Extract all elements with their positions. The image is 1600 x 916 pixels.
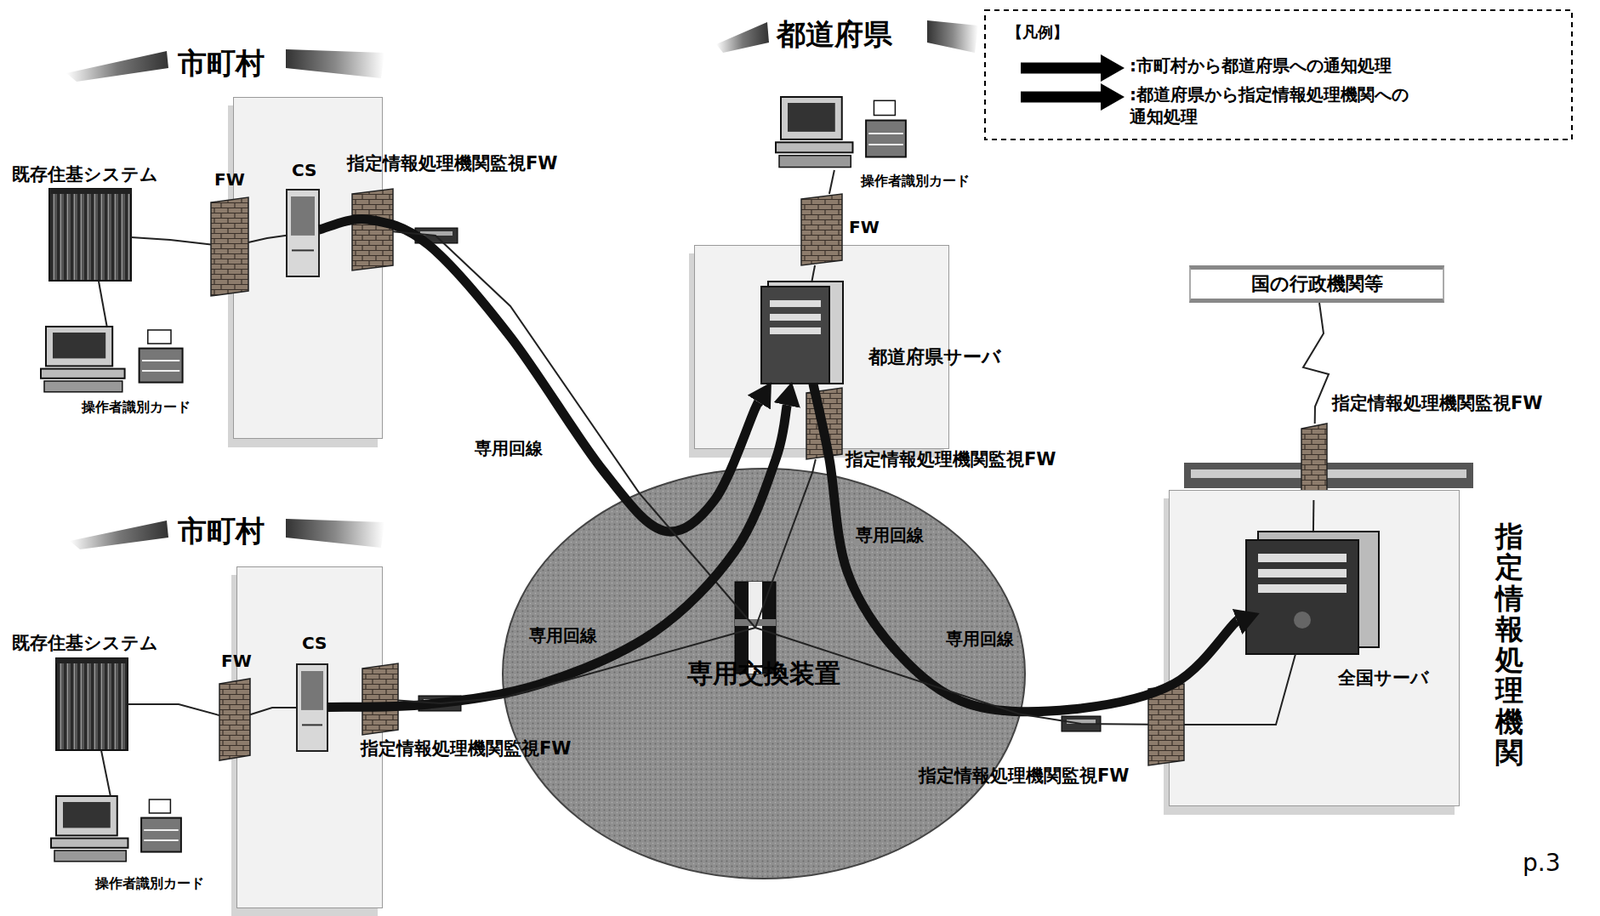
node-label: 指定情報処理機関監視FW xyxy=(1332,392,1544,414)
line-connector xyxy=(248,235,287,243)
firewall: FW xyxy=(219,678,251,761)
line-connector xyxy=(101,750,111,797)
legacy-system: 既存住基システム xyxy=(56,658,128,751)
node-label: FW xyxy=(848,217,880,238)
nat-icon xyxy=(1246,531,1379,655)
line-connector xyxy=(1019,714,1149,725)
firewall: FW xyxy=(210,197,249,297)
line-connector xyxy=(811,265,815,282)
flow-arrow xyxy=(813,383,1241,712)
legend-title: 【凡例】 xyxy=(1007,22,1069,43)
operator-terminal: 操作者識別カード xyxy=(40,326,186,395)
panel-band xyxy=(1184,462,1474,489)
line-connector xyxy=(1184,654,1296,725)
operator-terminal: 操作者識別カード xyxy=(51,796,184,865)
legend-box xyxy=(985,10,1572,140)
legend-text: :都道府県から指定情報処理機関への 通知処理 xyxy=(1129,83,1453,128)
line-connector xyxy=(127,704,220,716)
monitor-firewall: 指定情報処理機関監視FW xyxy=(362,663,399,735)
community-server: CS xyxy=(286,189,319,277)
rack-icon xyxy=(49,188,131,281)
line-label: 専用回線 xyxy=(854,525,926,546)
node-label: CS xyxy=(291,160,317,181)
cs-icon xyxy=(286,189,319,277)
node-label: 既存住基システム xyxy=(11,164,159,185)
pc-icon xyxy=(775,96,909,171)
node-label: 指定情報処理機関監視FW xyxy=(845,449,1057,470)
legend-text: :市町村から都道府県への通知処理 xyxy=(1129,54,1392,77)
flow-arrow xyxy=(327,404,787,707)
legacy-system: 既存住基システム xyxy=(49,188,131,281)
node-label: 指定情報処理機関監視FW xyxy=(360,738,572,759)
community-server: CS xyxy=(296,664,328,752)
banner-stroke xyxy=(716,22,769,53)
line-connector xyxy=(829,170,835,194)
line-label: 専用回線 xyxy=(527,626,599,646)
panel-band xyxy=(1190,469,1467,479)
line-connector xyxy=(392,231,640,494)
node-label: 全国サーバ xyxy=(1338,667,1430,689)
inner-line xyxy=(755,627,1020,715)
line-label: 専用回線 xyxy=(944,629,1016,650)
national-server: 全国サーバ xyxy=(1246,531,1379,655)
banner-stroke xyxy=(285,49,385,79)
line-connector xyxy=(250,707,297,715)
legend-arrow xyxy=(1020,62,1103,75)
firewall: FW xyxy=(801,193,843,266)
fw-icon xyxy=(362,663,399,735)
node-label: 操作者識別カード xyxy=(81,399,191,416)
node-label: 市町村 xyxy=(177,514,265,548)
server-icon xyxy=(761,281,843,384)
node-label: 指定情報処理機関 xyxy=(1495,521,1524,769)
banner-stroke xyxy=(927,20,979,53)
rack-icon xyxy=(56,658,128,751)
node-label: 既存住基システム xyxy=(11,632,159,654)
fw-icon xyxy=(1301,423,1327,501)
node-label: 操作者識別カード xyxy=(860,173,970,189)
legend-arrow xyxy=(1100,83,1125,111)
node-label: 専用交換装置 xyxy=(687,659,841,689)
line-connector xyxy=(1303,302,1329,424)
pc-icon xyxy=(51,796,184,865)
banner-stroke xyxy=(69,520,169,550)
fw-icon xyxy=(801,193,843,266)
cs-icon xyxy=(296,664,328,752)
fw-icon xyxy=(352,188,393,271)
line-connector xyxy=(1312,500,1315,532)
node-label: 指定情報処理機関監視FW xyxy=(918,765,1130,786)
monitor-firewall: 指定情報処理機関監視FW xyxy=(1301,423,1327,501)
legend-arrow xyxy=(1100,54,1125,82)
operator-terminal: 操作者識別カード xyxy=(775,96,909,171)
line-connector xyxy=(812,459,816,473)
node-label: CS xyxy=(301,633,327,654)
flow-arrow xyxy=(318,219,760,533)
legend-arrow xyxy=(1020,91,1103,103)
fw-icon xyxy=(219,678,251,761)
fw-icon xyxy=(210,197,249,297)
banner-stroke xyxy=(285,518,385,548)
node-label: 国の行政機関等 xyxy=(1251,273,1384,295)
banner-stroke xyxy=(66,51,169,82)
node-label: 指定情報処理機関監視FW xyxy=(347,153,559,174)
municipality-panel: 市町村CS xyxy=(236,566,383,909)
monitor-firewall: 指定情報処理機関監視FW xyxy=(352,188,393,271)
inner-line xyxy=(639,493,756,628)
node-label: FW xyxy=(214,170,245,190)
node-label: FW xyxy=(221,651,252,672)
line-label: 専用回線 xyxy=(472,438,545,459)
node-label: 市町村 xyxy=(177,46,265,80)
node-label: 都道府県 xyxy=(776,17,893,52)
node-label: 都道府県サーバ xyxy=(868,346,1002,368)
government-box: 国の行政機関等 xyxy=(1189,265,1445,303)
page-number: p.3 xyxy=(1522,848,1561,877)
line-connector xyxy=(98,280,108,327)
node-label: 操作者識別カード xyxy=(95,876,205,892)
line-connector xyxy=(398,697,505,704)
line-connector xyxy=(130,237,211,245)
prefecture-server: 都道府県サーバ xyxy=(761,281,843,384)
pc-icon xyxy=(40,326,186,395)
